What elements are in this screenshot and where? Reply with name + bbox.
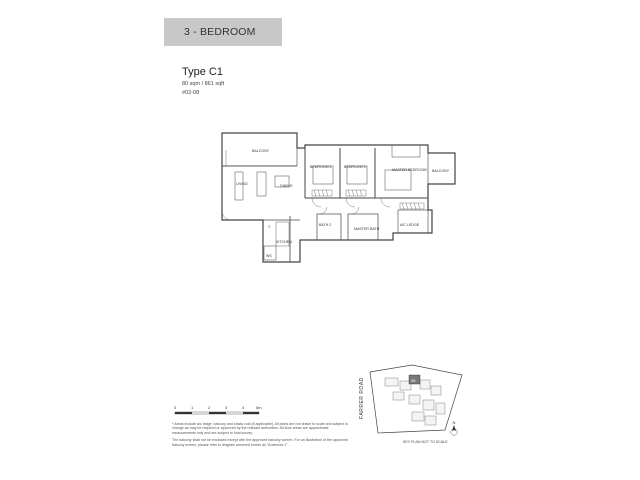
- room-label-balcony-left: BALCONY: [252, 149, 270, 153]
- ac-ledge-area: [397, 209, 429, 234]
- room-label-ac-ledge: A/C LEDGE: [400, 223, 420, 227]
- unit-category-label: 3 - BEDROOM: [184, 26, 256, 38]
- north-arrow-icon: N: [450, 420, 458, 436]
- room-label-bath-2: BATH 2: [319, 223, 331, 227]
- unit-number: #02-08: [182, 90, 200, 96]
- scale-tick-0: 0: [174, 405, 177, 410]
- scale-tick-4: 4: [242, 405, 245, 410]
- room-label-bedroom-2: BEDROOM 2: [310, 165, 332, 169]
- key-plan-highlight-unit: [408, 374, 421, 385]
- key-plan: 08 FARRER ROAD N: [359, 364, 463, 436]
- room-label-master-bedroom: MASTER BEDROOM: [392, 168, 427, 172]
- key-plan-blocks: [384, 377, 446, 426]
- scale-tick-2: 2: [208, 405, 211, 410]
- room-label-ws: WS: [266, 254, 272, 258]
- room-label-yard: Y: [268, 225, 271, 229]
- scale-tick-3: 3: [225, 405, 228, 410]
- unit-area: 80 sqm / 861 sqft: [182, 81, 225, 87]
- north-label: N: [453, 420, 456, 425]
- road-label-farrer: FARRER ROAD: [359, 377, 365, 419]
- unit-category-header: 3 - BEDROOM: [164, 18, 282, 46]
- room-label-living: LIVING: [236, 182, 248, 186]
- key-plan-caption: KEY PLAN NOT TO SCALE: [403, 440, 448, 444]
- room-label-dining: DINING: [280, 184, 293, 188]
- room-label-bedroom-3: BEDROOM 3: [344, 165, 366, 169]
- unit-type-title: Type C1: [182, 66, 223, 78]
- note-1: * Areas include a/c ledge, balcony and s…: [172, 422, 348, 435]
- key-plan-site: [369, 364, 463, 434]
- room-label-master-bath: MASTER BATH: [354, 227, 380, 231]
- room-label-kitchen: KITCHEN: [276, 240, 292, 244]
- bath-2-area: [316, 213, 342, 241]
- balcony-right-area: [427, 152, 456, 185]
- note-2: The balcony shall not be enclosed except…: [172, 438, 349, 447]
- floor-plan: [221, 132, 456, 263]
- key-plan-unit-label: 08: [411, 378, 416, 383]
- room-label-balcony-right: BALCONY: [432, 169, 450, 173]
- master-bath-area: [347, 213, 379, 241]
- scale-tick-1: 1: [191, 405, 194, 410]
- scale-bar: 0 1 2 3 4 5m: [174, 405, 262, 415]
- notes: * Areas include a/c ledge, balcony and s…: [172, 422, 352, 450]
- scale-tick-5: 5m: [256, 405, 262, 410]
